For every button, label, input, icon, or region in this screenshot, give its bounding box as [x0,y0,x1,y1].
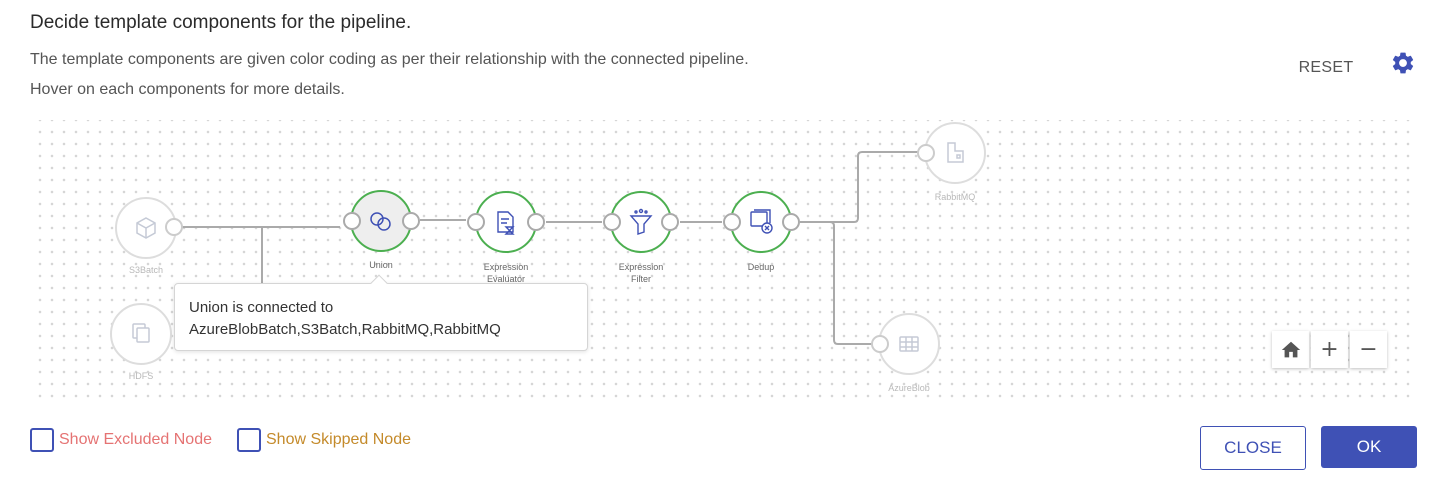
node-label: AzureBlob [888,383,930,393]
pipeline-canvas[interactable] [30,120,1412,400]
document-hourglass-icon [497,211,515,235]
node-label: S3Batch [129,265,163,275]
node-expression-filter[interactable]: Expression Filter [603,191,679,284]
file-stack-icon [132,323,150,343]
node-label: Dedup [748,262,775,272]
plus-icon: + [1320,337,1339,362]
table-icon [899,336,919,352]
reset-button[interactable]: RESET [1290,55,1362,81]
close-button[interactable]: CLOSE [1200,426,1306,470]
show-skipped-label: Show Skipped Node [266,431,411,448]
node-label: Filter [631,274,651,284]
zoom-in-button[interactable]: + [1311,331,1348,368]
show-skipped-checkbox[interactable]: Show Skipped Node [237,428,411,452]
tooltip-line-1: Union is connected to [189,299,334,316]
ok-button[interactable]: OK [1321,426,1417,468]
node-dedup[interactable]: Dedup [723,191,800,272]
node-label: Expression [484,262,529,272]
checkbox-box[interactable] [30,428,54,452]
node-s3batch[interactable]: S3Batch [115,197,183,275]
node-label: Evaluator [487,274,525,284]
node-tooltip: Union is connected to AzureBlobBatch,S3B… [174,274,588,351]
node-label: HDFS [129,371,154,381]
show-excluded-label: Show Excluded Node [59,431,212,448]
node-union[interactable]: Union [343,190,420,270]
node-label: RabbitMQ [935,192,976,202]
show-excluded-checkbox[interactable]: Show Excluded Node [30,428,212,452]
node-label: Union [369,260,393,270]
rabbitmq-icon [947,142,964,163]
minus-icon: − [1359,337,1378,362]
description-line-1: The template components are given color … [30,51,749,68]
checkbox-box[interactable] [237,428,261,452]
node-hdfs[interactable]: HDFS [110,303,172,381]
node-expression-evaluator[interactable]: Expression Evaluator [467,191,545,284]
cube-icon [136,217,156,239]
node-label: Expression [619,262,664,272]
node-rabbitmq[interactable]: RabbitMQ [917,122,986,202]
settings-button[interactable] [1388,49,1418,79]
zoom-controls: + − [1272,331,1387,368]
dialog-title: Decide template components for the pipel… [30,12,412,33]
gear-icon [1392,52,1414,73]
dedup-icon [750,209,773,234]
funnel-icon [629,208,653,235]
home-button[interactable] [1272,331,1309,368]
tooltip-line-2: AzureBlobBatch,S3Batch,RabbitMQ,RabbitMQ [189,321,501,338]
union-icon [370,212,391,231]
description-line-2: Hover on each components for more detail… [30,81,345,98]
node-azureblob[interactable]: AzureBlob [871,313,940,393]
zoom-out-button[interactable]: − [1350,331,1387,368]
home-icon [1281,341,1300,357]
